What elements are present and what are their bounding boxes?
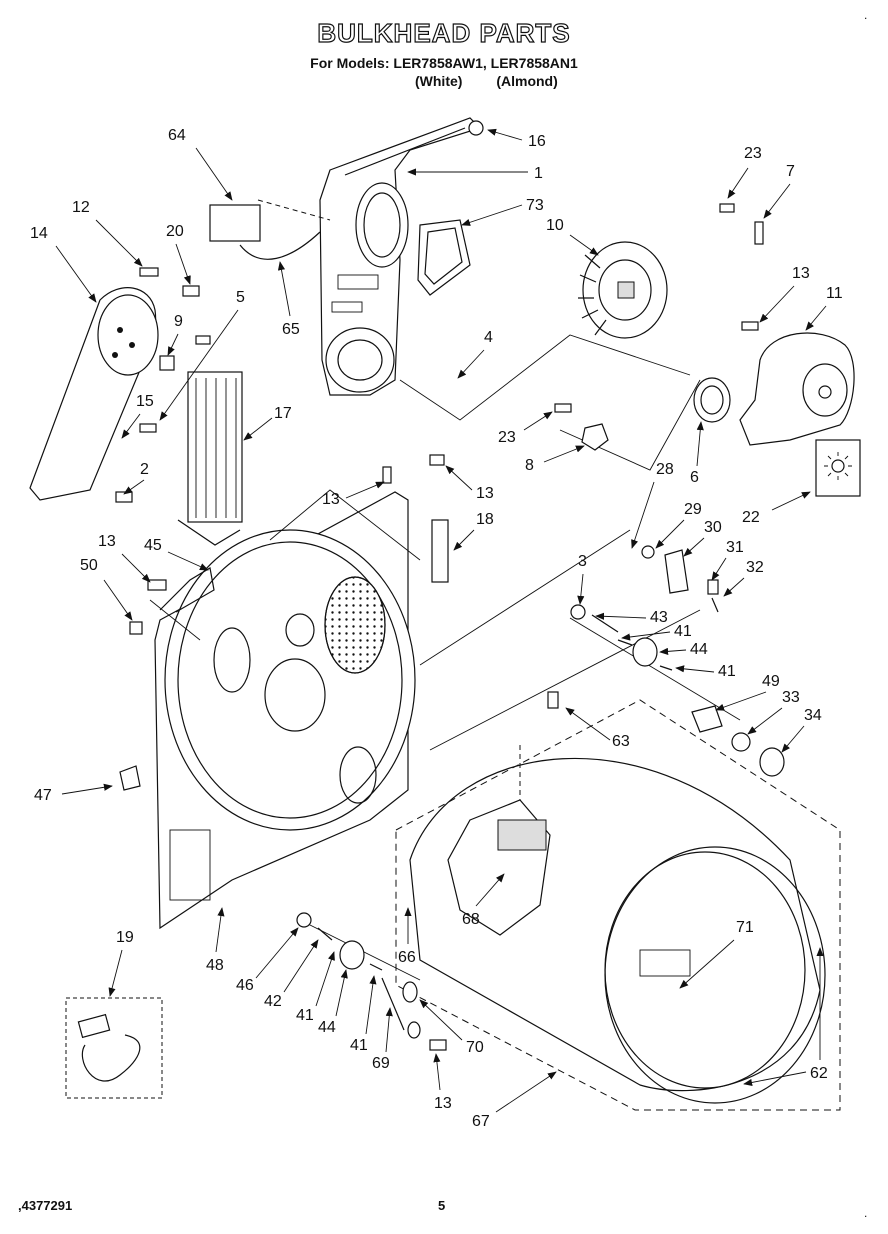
color-variants: (White) (Almond): [415, 73, 588, 89]
callout-13-left-bulkhead: 13: [322, 491, 340, 508]
callout-20: 20: [166, 223, 184, 240]
callout-10: 10: [546, 217, 564, 234]
callout-18: 18: [476, 511, 494, 528]
callout-41-bottom-left: 41: [296, 1007, 314, 1024]
callout-8: 8: [525, 457, 534, 474]
callout-45: 45: [144, 537, 162, 554]
callout-11: 11: [826, 285, 843, 302]
callout-41-lower: 41: [718, 663, 736, 680]
callout-29: 29: [684, 501, 702, 518]
idler-pulley-bracket-drawing: [29, 287, 159, 501]
callout-labels: 64 16 1 73 10 23 7 12 20 14 5 9: [30, 127, 843, 1130]
page-number: 5: [438, 1198, 446, 1213]
callout-30: 30: [704, 519, 722, 536]
callout-33: 33: [782, 689, 800, 706]
callout-50: 50: [80, 557, 98, 574]
callout-34: 34: [804, 707, 822, 724]
page-title: BULKHEAD PARTS: [317, 17, 571, 48]
callout-68: 68: [462, 911, 480, 928]
callout-63: 63: [612, 733, 630, 750]
front-bulkhead-drawing: [154, 491, 416, 930]
registration-mark-bottom-right: .: [864, 1206, 868, 1220]
callout-2: 2: [140, 461, 149, 478]
callout-14: 14: [30, 225, 48, 242]
drum-drawing: [409, 757, 826, 1104]
light-bulb-icon: [815, 439, 861, 497]
callout-67: 67: [472, 1113, 490, 1130]
callout-66: 66: [398, 949, 416, 966]
rear-bulkhead-drawing: [319, 117, 482, 396]
callout-49: 49: [762, 673, 780, 690]
callout-71: 71: [736, 919, 754, 936]
callout-19: 19: [116, 929, 134, 946]
callout-13-bottom: 13: [434, 1095, 452, 1112]
callout-62: 62: [810, 1065, 828, 1082]
callout-47: 47: [34, 787, 52, 804]
callout-46: 46: [236, 977, 254, 994]
callout-43: 43: [650, 609, 668, 626]
callout-3: 3: [578, 553, 587, 570]
callout-32: 32: [746, 559, 764, 576]
callout-64: 64: [168, 127, 186, 144]
callout-31: 31: [726, 539, 744, 556]
callout-41-upper: 41: [674, 623, 692, 640]
callout-17: 17: [274, 405, 292, 422]
document-part-number: ,4377291: [18, 1198, 73, 1213]
callout-42: 42: [264, 993, 282, 1010]
callout-13-center: 13: [476, 485, 494, 502]
callout-13-left: 13: [98, 533, 116, 550]
variant-almond: (Almond): [496, 73, 558, 89]
model-numbers: For Models: LER7858AW1, LER7858AN1: [310, 55, 578, 71]
callout-44-bottom: 44: [318, 1019, 336, 1036]
variant-white: (White): [415, 73, 463, 89]
callout-73: 73: [526, 197, 544, 214]
callout-16: 16: [528, 133, 546, 150]
callout-69: 69: [372, 1055, 390, 1072]
registration-mark-top-right: .: [864, 8, 868, 22]
callout-65: 65: [282, 321, 300, 338]
callout-23-top: 23: [744, 145, 762, 162]
kit-19-box: [65, 997, 163, 1099]
callout-9: 9: [174, 313, 183, 330]
callout-5: 5: [236, 289, 245, 306]
callout-7: 7: [786, 163, 795, 180]
callout-70: 70: [466, 1039, 484, 1056]
callout-15: 15: [136, 393, 154, 410]
callout-23-middle: 23: [498, 429, 516, 446]
blower-housing-drawing: [693, 332, 855, 446]
callout-13-right: 13: [792, 265, 810, 282]
blower-wheel-drawing: [578, 241, 668, 339]
callout-48: 48: [206, 957, 224, 974]
callout-22: 22: [742, 509, 760, 526]
callout-28: 28: [656, 461, 674, 478]
callout-12: 12: [72, 199, 90, 216]
callout-1: 1: [534, 165, 543, 182]
heater-element-drawing: [177, 371, 243, 546]
callout-41-bottom-right: 41: [350, 1037, 368, 1054]
small-hardware-drawing: [115, 120, 785, 1051]
callout-4: 4: [484, 329, 493, 346]
callout-6: 6: [690, 469, 699, 486]
callout-44-upper: 44: [690, 641, 708, 658]
